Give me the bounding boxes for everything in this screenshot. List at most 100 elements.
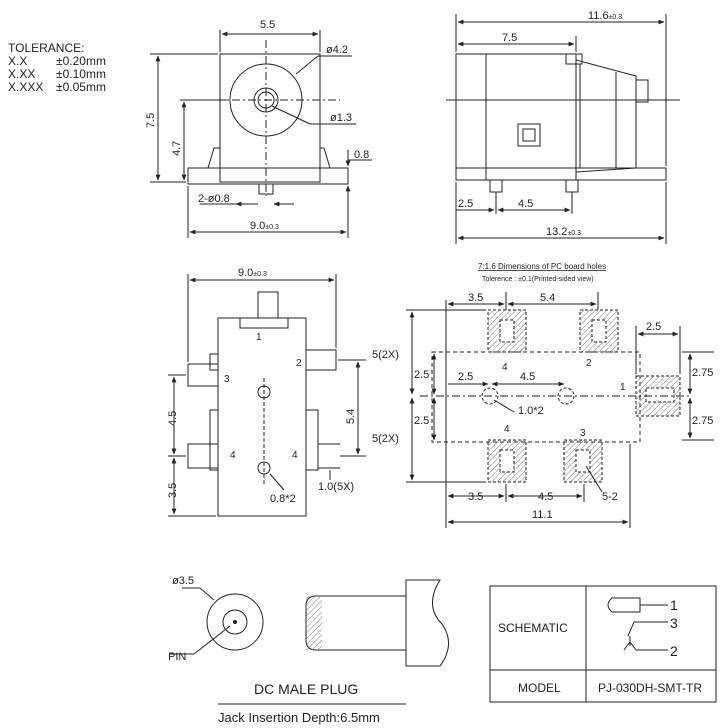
- dim-label: 4.5: [538, 491, 553, 503]
- side-front-block: [455, 53, 487, 181]
- bottom-pin-lower-right: [305, 409, 319, 471]
- dim-label: 3.5: [468, 491, 483, 503]
- pcb-hole: [557, 387, 575, 405]
- plug-title: DC MALE PLUG: [254, 681, 358, 697]
- dim-label: 7.5: [145, 113, 157, 128]
- tolerance-block: TOLERANCE: X.X±0.20mm X.XX±0.10mm X.XXX ±…: [8, 42, 106, 94]
- pcb-pin-label: 4: [504, 424, 510, 435]
- dim-label: 3.5: [468, 292, 483, 304]
- pcb-slot: [591, 319, 607, 343]
- model-label: MODEL: [518, 681, 561, 695]
- plug-handle: [405, 579, 449, 667]
- dim-label: 9.0±0.3: [250, 220, 279, 232]
- dim-label: 1.0(5X): [318, 481, 354, 493]
- schematic-pin-shape: [607, 597, 641, 613]
- front-right-tab: [320, 147, 331, 169]
- bottom-view: 9.0±0.3 1 2 3 4 4 4.5 3.5 5.4 0.8*2 1.0(…: [167, 267, 366, 517]
- schematic-label: SCHEMATIC: [498, 621, 568, 635]
- tolerance-row: X.XXX ±0.05mm: [8, 81, 106, 94]
- side-view: 11.6±0.3 7.5 2.5 4.5 13.2±0.3: [446, 10, 680, 244]
- tolerance-key: X.XXX: [8, 80, 44, 94]
- schematic-symbol: 1 3 2: [607, 597, 678, 659]
- pcb-layout: 7:1.6 Dimensions of PC board holes Toler…: [372, 262, 714, 528]
- side-back-pin: [635, 79, 649, 103]
- model-value: PJ-030DH-SMT-TR: [598, 681, 702, 695]
- dc-plug: ø3.5 PIN DC MALE PLUG Jack Insertion Dep…: [168, 575, 449, 725]
- dim-label: 5-2: [602, 491, 618, 503]
- plug-dia-label: ø3.5: [172, 575, 194, 587]
- plug-depth: Jack Insertion Depth:6.5mm: [218, 710, 380, 725]
- pcb-subtitle: Tolerence : ±0.1(Printed-sided view): [482, 276, 594, 283]
- bottom-pin-right: [305, 349, 337, 371]
- dim-label: 4.7: [171, 141, 183, 156]
- schematic-pin-3: 3: [670, 615, 678, 631]
- dim-label: 1.0*2: [518, 405, 544, 417]
- pin-label: 4: [230, 450, 236, 461]
- front-body: [219, 53, 321, 183]
- bottom-pin-left-base: [209, 353, 219, 371]
- dim-label: 4.5: [520, 371, 535, 383]
- pcb-slot: [499, 319, 515, 343]
- dim-label: 5.4: [345, 409, 357, 424]
- front-lead: [258, 183, 274, 195]
- dim-label: 2.5: [414, 369, 429, 381]
- plug-knurl: [306, 596, 322, 650]
- pcb-pin-label: 3: [580, 428, 586, 439]
- dim-label: 7.5: [502, 32, 517, 44]
- plug-pin-dot: [233, 620, 237, 624]
- dim-label: 5.4: [540, 292, 555, 304]
- bottom-pin-lower-base: [209, 409, 219, 471]
- tolerance-key: X.XX: [8, 67, 36, 81]
- tolerance-row: X.XX±0.10mm: [8, 68, 106, 81]
- dim-label: 9.0±0.3: [238, 267, 267, 279]
- bottom-body: [217, 317, 307, 517]
- dim-label: 2.5: [414, 415, 429, 427]
- tolerance-row: X.X±0.20mm: [8, 55, 106, 68]
- tolerance-title: TOLERANCE:: [8, 41, 85, 55]
- bottom-pin-left: [187, 363, 219, 387]
- tolerance-value: ±0.05mm: [56, 80, 106, 94]
- tolerance-key: X.X: [8, 54, 28, 68]
- pcb-pin-label: 1: [620, 382, 626, 393]
- side-top-tab: [565, 53, 583, 65]
- side-window: [517, 123, 541, 147]
- pin-label: 3: [224, 374, 230, 385]
- side-lead: [489, 179, 503, 193]
- schematic-pin-2: 2: [670, 643, 678, 659]
- pin-label: 2: [296, 358, 302, 369]
- dim-label: 2.5: [458, 198, 473, 210]
- pin-label: 1: [256, 332, 262, 343]
- bottom-pin-lower: [187, 443, 219, 469]
- pcb-hole: [481, 387, 499, 405]
- dim-label: 0.8*2: [270, 493, 296, 505]
- dim-label: 4.5: [167, 411, 179, 426]
- dim-label: 4.5: [518, 198, 533, 210]
- front-view: 5.5 7.5 4.7 ø4.2 ø1.3 0.8 2-ø0.8 9.0±0.3: [145, 19, 372, 238]
- dim-label: ø4.2: [326, 44, 348, 56]
- dim-label: ø1.3: [330, 112, 352, 124]
- pcb-slot: [499, 449, 515, 473]
- plug-inner-circle: [222, 609, 248, 635]
- pcb-title: 7:1.6 Dimensions of PC board holes: [478, 262, 606, 271]
- plug-outer-circle: [206, 593, 264, 651]
- bottom-pin-top: [257, 291, 279, 319]
- dim-label: 5(2X): [372, 349, 399, 361]
- dim-label: 11.1: [532, 509, 553, 521]
- side-window-inner: [522, 128, 536, 142]
- schematic-pin-1: 1: [670, 597, 678, 613]
- dim-label: 2-ø0.8: [198, 193, 230, 205]
- dim-label: 5.5: [260, 19, 275, 31]
- schematic-table: SCHEMATIC MODEL PJ-030DH-SMT-TR 1 3 2: [489, 585, 717, 703]
- side-body: [485, 53, 577, 181]
- bottom-pin-top-base: [239, 317, 289, 329]
- dim-label: 11.6±0.3: [588, 10, 622, 22]
- dim-label: 13.2±0.3: [546, 226, 581, 238]
- front-left-tab: [207, 147, 220, 169]
- side-base: [455, 167, 667, 181]
- plug-pin-label: PIN: [168, 651, 186, 663]
- pcb-pin-label: 2: [586, 358, 592, 369]
- dim-label: 2.5: [646, 321, 661, 333]
- side-rear: [575, 59, 637, 173]
- dim-label: 5(2X): [372, 433, 399, 445]
